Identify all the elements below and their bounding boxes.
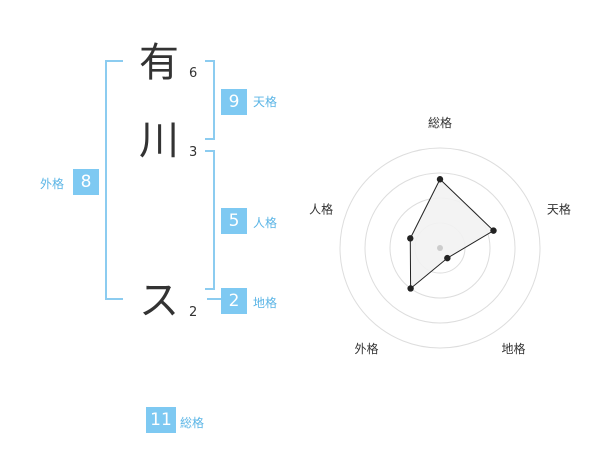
radar-area xyxy=(409,178,495,290)
radar-ring-3 xyxy=(364,172,516,324)
name-char-1: 有 xyxy=(139,40,179,86)
stroke-count-2: 3 xyxy=(189,145,198,160)
gaikaku-value: 8 xyxy=(73,169,99,195)
radar-axis-label-5: 人格 xyxy=(309,201,333,216)
radar-point-5 xyxy=(407,235,414,242)
gaikaku-label: 外格 xyxy=(40,177,65,191)
jinkaku-label: 人格 xyxy=(253,216,278,230)
soukaku-value: 11 xyxy=(146,407,176,433)
radar-ring-4 xyxy=(339,147,541,349)
tenkaku-value: 9 xyxy=(221,89,247,115)
name-char-2: 川 xyxy=(139,118,179,164)
radar-axis-label-3: 地格 xyxy=(501,341,525,356)
chikaku-value: 2 xyxy=(221,288,247,314)
tenkaku-label: 天格 xyxy=(253,95,278,109)
stroke-count-1: 6 xyxy=(189,66,198,81)
jinkaku-value: 5 xyxy=(221,208,247,234)
name-char-3: ス xyxy=(139,278,179,324)
chikaku-connector xyxy=(207,298,221,300)
jinkaku-bracket xyxy=(205,150,215,290)
radar-point-1 xyxy=(436,176,444,183)
radar-axis-label-2: 天格 xyxy=(547,201,571,216)
soukaku-label: 総格 xyxy=(180,416,205,430)
chikaku-label: 地格 xyxy=(253,296,278,310)
radar-point-2 xyxy=(490,227,497,234)
radar-axis-label-1: 総格 xyxy=(428,115,452,130)
radar-axis-label-4: 外格 xyxy=(355,341,379,356)
radar-point-4 xyxy=(407,285,414,292)
radar-center xyxy=(437,245,443,251)
tenkaku-bracket xyxy=(205,60,215,140)
gaikaku-bracket xyxy=(105,60,123,300)
radar-point-3 xyxy=(444,254,451,262)
stroke-count-3: 2 xyxy=(189,305,198,320)
